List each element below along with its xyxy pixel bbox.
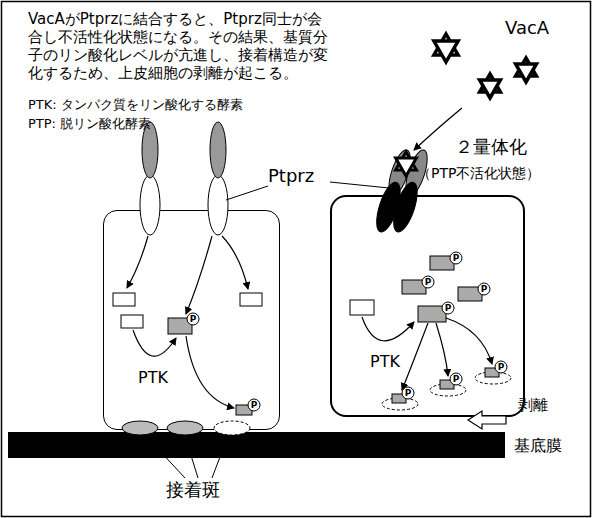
phosphate-mark: P bbox=[187, 313, 199, 325]
vaca-stars bbox=[434, 34, 537, 98]
bound-star bbox=[396, 152, 417, 176]
toxin-label: VacA bbox=[505, 18, 549, 39]
receptor-lower bbox=[208, 175, 228, 235]
phosphate-mark: P bbox=[442, 302, 454, 314]
adhesion-plaque bbox=[122, 421, 158, 435]
signal-arrow bbox=[436, 323, 448, 376]
receptor-lower bbox=[389, 180, 422, 235]
adhesion-plaque-dashed bbox=[214, 421, 250, 435]
phosphate-mark: P bbox=[422, 276, 434, 288]
receptor-label: Ptprz bbox=[268, 166, 314, 187]
signal-arrow bbox=[222, 236, 248, 289]
structure-label: 接着斑 bbox=[166, 480, 220, 501]
process-label: 剥離 bbox=[518, 397, 548, 414]
receptor-lower bbox=[140, 175, 160, 235]
detached-plaques bbox=[382, 372, 511, 410]
phosphate-mark: P bbox=[478, 283, 490, 295]
substrate-box bbox=[113, 293, 135, 306]
enzyme-label: PTK bbox=[138, 369, 168, 387]
vaca-star bbox=[396, 158, 417, 176]
vaca-star bbox=[516, 64, 537, 82]
signal-arrow bbox=[402, 323, 428, 390]
signal-arrow bbox=[446, 318, 492, 364]
binding-arrow bbox=[414, 108, 462, 150]
substrate-box bbox=[350, 300, 374, 315]
phosphate-circle bbox=[450, 373, 462, 385]
substrate-box bbox=[240, 293, 262, 306]
phosphate-mark: P bbox=[248, 399, 260, 411]
receptor-upper bbox=[210, 122, 226, 178]
phosphate-circle bbox=[442, 302, 454, 314]
enzyme-label: PTK bbox=[370, 353, 400, 371]
signal-arrow bbox=[186, 236, 212, 314]
phosphate-mark: P bbox=[495, 361, 507, 373]
phosphate-circle bbox=[478, 283, 490, 295]
phosphate-circle bbox=[450, 252, 462, 264]
phosphate-circle bbox=[422, 276, 434, 288]
receptor-dimer bbox=[389, 147, 433, 234]
adhesion-plaque bbox=[167, 421, 203, 435]
signal-arrow bbox=[186, 336, 234, 408]
ptk-arrow bbox=[133, 330, 176, 356]
signal-arrows bbox=[127, 236, 248, 408]
leader-line bbox=[330, 182, 389, 188]
phosphate-circle bbox=[248, 399, 260, 411]
vaca-star bbox=[480, 80, 501, 98]
phosphate-mark: P bbox=[450, 373, 462, 385]
definition-note: PTP: 脱リン酸化酵素 bbox=[28, 117, 151, 132]
ptk-arrow bbox=[362, 317, 414, 341]
vaca-star bbox=[434, 41, 458, 62]
signal-arrows bbox=[362, 317, 492, 390]
description-note: VacAがPtprzに結合すると、Ptprz同士が会 合し不活性化状態になる。そ… bbox=[28, 10, 348, 82]
detachment-arrow bbox=[468, 411, 506, 429]
state-label: （PTP不活化状態） bbox=[417, 165, 540, 181]
signal-arrow bbox=[127, 236, 148, 288]
phospho-group bbox=[392, 368, 499, 403]
phosphate-circles bbox=[187, 252, 507, 411]
phosphate-circle bbox=[187, 313, 199, 325]
phosphate-circle bbox=[402, 387, 414, 399]
phosphate-circle bbox=[495, 361, 507, 373]
basement-membrane: 基底膜 bbox=[8, 432, 505, 458]
substrate-box bbox=[121, 315, 143, 328]
membrane-label: 基底膜 bbox=[514, 437, 562, 455]
definition-note: PTK: タンパク質をリン酸化する酵素 bbox=[28, 98, 243, 113]
phosphate-mark: P bbox=[450, 252, 462, 264]
state-label: ２量体化 bbox=[455, 137, 527, 158]
leader-line bbox=[226, 186, 268, 200]
phosphate-mark: P bbox=[402, 387, 414, 399]
phospho-group bbox=[402, 256, 482, 322]
